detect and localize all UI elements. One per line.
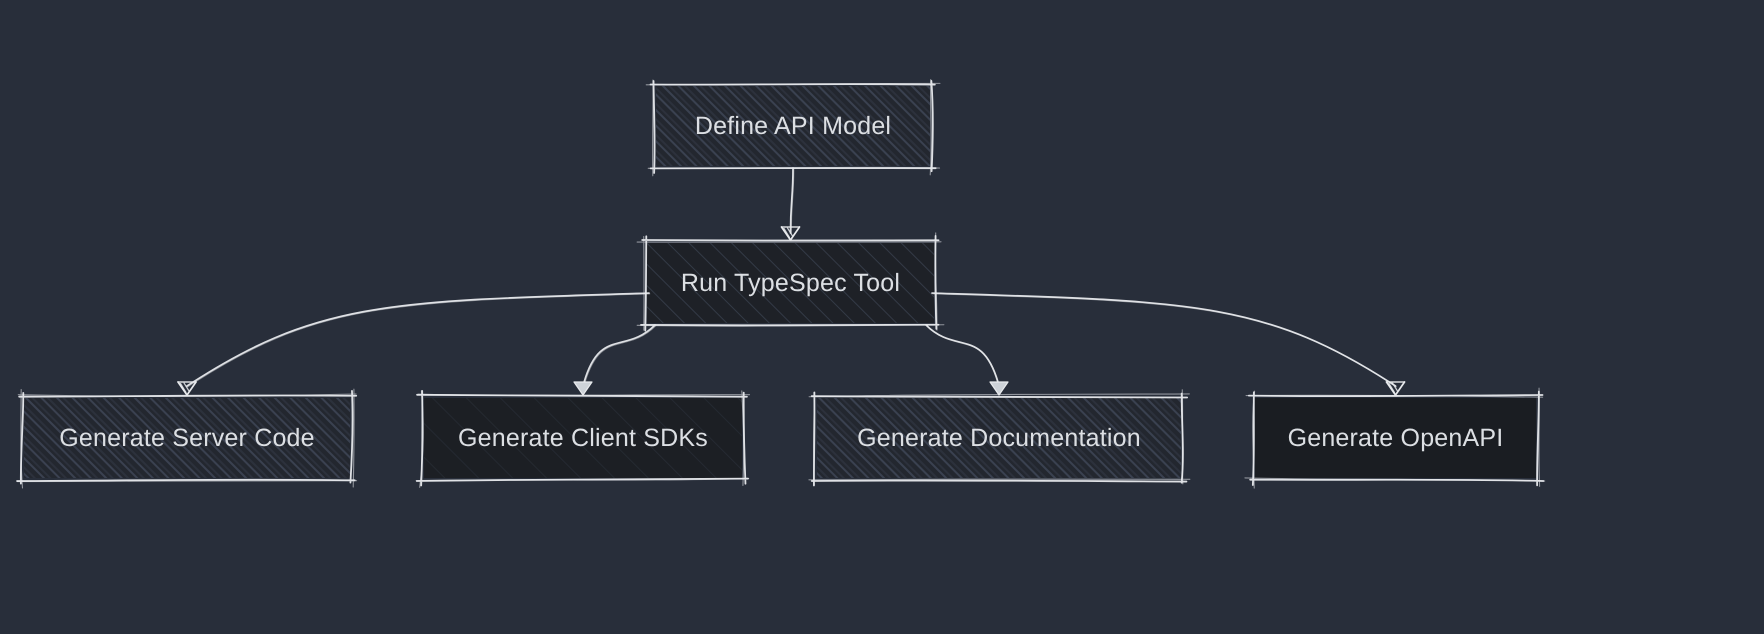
node-border (640, 234, 940, 332)
edge-line (925, 324, 1000, 387)
edge-line-pass2 (187, 293, 651, 388)
arrowhead-edge-run-to-openapi (1385, 381, 1406, 396)
arrowhead-outline (177, 381, 197, 396)
arrowhead-hatch (179, 382, 190, 394)
edge-line-pass2 (932, 293, 1397, 388)
node-border-pass2 (645, 78, 941, 177)
edge-edge-run-to-openapi (931, 292, 1397, 388)
node-define-api-model[interactable] (645, 78, 941, 177)
arrowhead-edge-run-to-docs (989, 381, 1009, 396)
node-run-typespec-tool[interactable] (636, 232, 945, 332)
edge-edge-run-to-sdks (582, 324, 657, 388)
arrowhead-edge-run-to-sdks (573, 381, 593, 396)
edge-line (789, 167, 794, 234)
node-fill (817, 398, 1181, 478)
arrowhead-hatch (1388, 382, 1399, 394)
node-fill (24, 398, 350, 478)
edge-edge-run-to-server (186, 292, 651, 388)
edge-edge-define-to-run (789, 167, 795, 235)
edge-line (931, 292, 1397, 387)
arrowhead-outline (1385, 381, 1406, 396)
edge-line-pass2 (583, 325, 657, 388)
node-border-pass2 (16, 388, 358, 489)
node-fill (647, 243, 934, 323)
node-generate-documentation[interactable] (808, 389, 1191, 487)
arrowhead-solid (989, 381, 1009, 396)
node-fill (656, 86, 930, 166)
node-generate-server-code[interactable] (16, 388, 358, 489)
edge-line-pass2 (926, 325, 1001, 388)
arrowhead-outline (780, 226, 801, 241)
edge-line-pass2 (790, 168, 795, 235)
edge-line (186, 292, 650, 387)
arrowhead-edge-define-to-run (780, 226, 801, 241)
arrowhead-hatch (783, 227, 794, 239)
node-border-pass2 (1244, 387, 1546, 489)
arrowhead-solid (573, 381, 593, 396)
node-border-pass2 (636, 232, 945, 331)
node-border-pass2 (808, 389, 1191, 486)
node-generate-client-sdks[interactable] (415, 390, 751, 488)
edge-line (582, 324, 656, 387)
arrowhead-edge-run-to-server (177, 381, 197, 396)
node-fill (424, 398, 742, 478)
node-generate-openapi[interactable] (1244, 387, 1546, 489)
edge-edge-run-to-docs (925, 324, 1001, 388)
node-fill (1255, 398, 1536, 478)
